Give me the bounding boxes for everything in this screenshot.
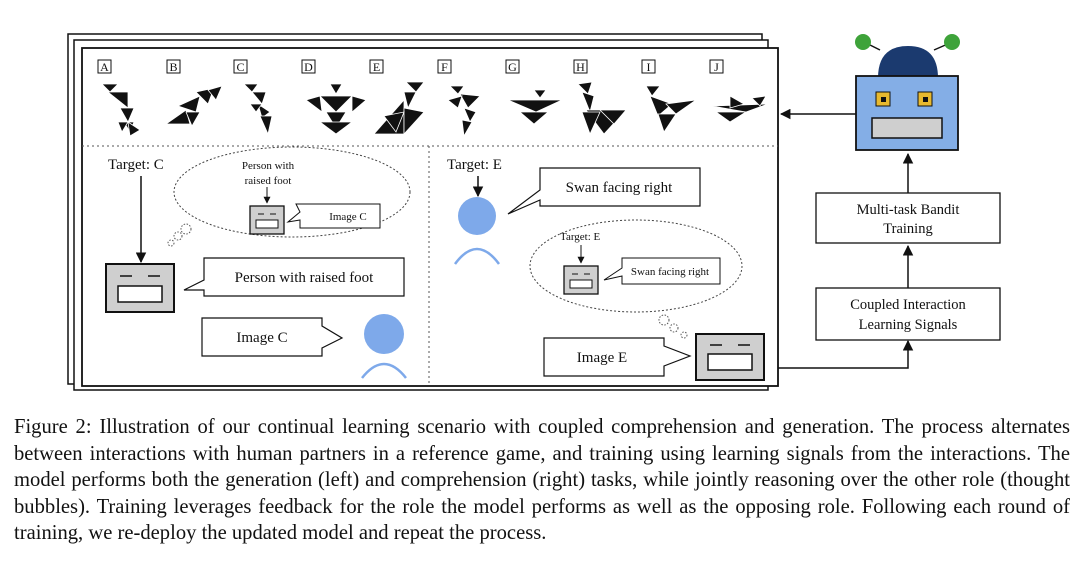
coupled-signals-line1: Coupled Interaction bbox=[850, 297, 966, 313]
main-panel bbox=[81, 47, 779, 387]
right-target-label: Target: E bbox=[447, 157, 502, 173]
figure-caption: Figure 2: Illustration of our continual … bbox=[14, 416, 1070, 544]
tangram-a bbox=[101, 83, 141, 137]
tangram-label-d: D bbox=[304, 60, 313, 74]
left-thought-caption-line1: Person with bbox=[242, 160, 295, 172]
tangram-label-j: J bbox=[714, 60, 719, 74]
bandit-training-line2: Training bbox=[883, 221, 932, 237]
right-thought-description: Swan facing right bbox=[631, 266, 709, 278]
left-target-label: Target: C bbox=[108, 157, 164, 173]
tangram-letters: A B C D E F G H I J bbox=[97, 59, 724, 74]
tangram-f bbox=[447, 85, 481, 138]
tangram-label-h: H bbox=[576, 60, 585, 74]
tangram-i bbox=[645, 85, 697, 133]
tangram-label-f: F bbox=[441, 60, 448, 74]
tangram-label-b: B bbox=[169, 60, 177, 74]
left-human-reply: Image C bbox=[236, 330, 287, 346]
tangram-j bbox=[711, 95, 769, 123]
bandit-training-box bbox=[815, 192, 1001, 244]
coupled-signals-box bbox=[815, 287, 1001, 341]
tangram-shapes bbox=[101, 81, 769, 138]
right-human-icon bbox=[453, 197, 501, 265]
tangram-label-c: C bbox=[236, 60, 244, 74]
right-model-icon bbox=[695, 333, 765, 381]
tangram-g bbox=[507, 89, 563, 125]
right-human-description: Swan facing right bbox=[566, 180, 673, 196]
left-model-icon bbox=[105, 263, 175, 313]
tangram-label-a: A bbox=[100, 60, 109, 74]
robot-antenna-right bbox=[944, 34, 960, 50]
right-model-reply: Image E bbox=[577, 350, 627, 366]
tangram-h bbox=[577, 81, 627, 136]
bandit-training-line1: Multi-task Bandit bbox=[857, 202, 960, 218]
robot-model-icon bbox=[855, 34, 960, 151]
right-thought-target: Target: E bbox=[560, 231, 601, 243]
left-thought-reply: Image C bbox=[329, 211, 367, 223]
tangram-c bbox=[243, 83, 273, 136]
right-thought-model-icon bbox=[563, 265, 599, 295]
robot-antenna-left bbox=[855, 34, 871, 50]
tangram-e bbox=[373, 81, 425, 136]
left-generated-description: Person with raised foot bbox=[235, 270, 375, 286]
left-thought-caption-line2: raised foot bbox=[245, 175, 292, 187]
tangram-label-g: G bbox=[508, 60, 517, 74]
tangram-b bbox=[164, 85, 223, 127]
left-human-icon bbox=[361, 314, 407, 379]
tangram-d bbox=[305, 83, 367, 135]
left-thought-model-icon bbox=[249, 205, 285, 235]
coupled-signals-line2: Learning Signals bbox=[859, 317, 958, 333]
tangram-label-e: E bbox=[373, 60, 380, 74]
figure-illustration: A B C D E F G H I J bbox=[67, 33, 1001, 391]
tangram-label-i: I bbox=[647, 60, 651, 74]
